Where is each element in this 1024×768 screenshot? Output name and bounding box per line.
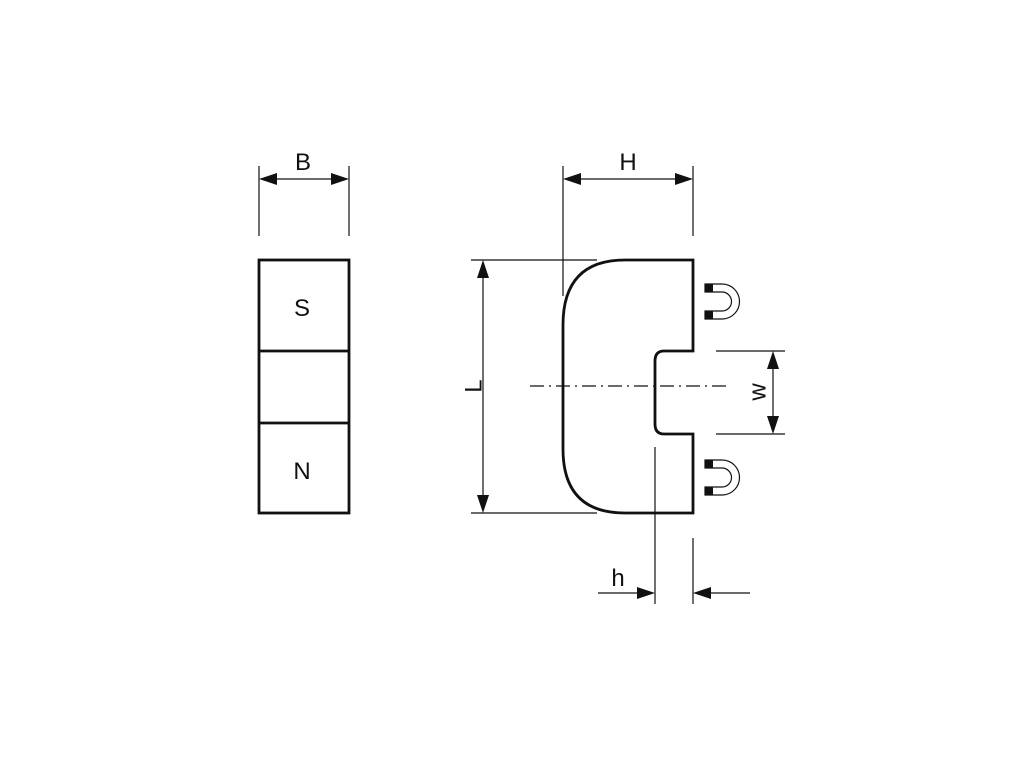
dimension-h-lower-arrow-left — [637, 587, 655, 599]
dimension-h-lower: h — [598, 447, 750, 604]
dimension-h-arrow-right — [675, 173, 693, 185]
magnet-icon-top — [704, 283, 741, 320]
dimension-b: B — [258, 149, 350, 236]
dimension-l-label: L — [461, 379, 488, 392]
magnet-icon-top-pole-upper — [705, 284, 713, 292]
magnet-icon-bottom — [704, 459, 741, 496]
dimension-b-arrow-right — [331, 173, 349, 185]
dimension-w-label: w — [745, 383, 772, 402]
dimension-h-arrow-left — [563, 173, 581, 185]
magnet-icon-bottom-body — [704, 459, 741, 496]
dimension-h-lower-label: h — [611, 565, 624, 592]
south-pole-label: S — [294, 295, 310, 322]
magnet-side-outline — [257, 258, 351, 515]
magnet-icon-top-body — [704, 283, 741, 320]
dimension-w-arrow-bottom — [767, 416, 779, 434]
dimension-w-arrow-top — [767, 351, 779, 369]
dimension-l-arrow-top — [477, 260, 489, 278]
dimension-h-lower-arrow-right — [693, 587, 711, 599]
dimension-b-label: B — [295, 149, 311, 176]
north-pole-label: N — [293, 458, 310, 485]
dimension-b-arrow-left — [259, 173, 277, 185]
magnet-icon-top-pole-lower — [705, 311, 713, 319]
dimension-h-upper: H — [562, 149, 694, 296]
magnet-icon-bottom-pole-lower — [705, 487, 713, 495]
dimension-h-label: H — [619, 149, 636, 176]
dimension-l-arrow-bottom — [477, 495, 489, 513]
front-view-holder — [530, 258, 728, 515]
magnet-icon-bottom-pole-upper — [705, 460, 713, 468]
dimension-l: L — [461, 259, 597, 514]
holder-outline — [561, 258, 695, 515]
side-view-magnet: S N — [257, 258, 351, 515]
dimension-w: w — [716, 350, 785, 435]
